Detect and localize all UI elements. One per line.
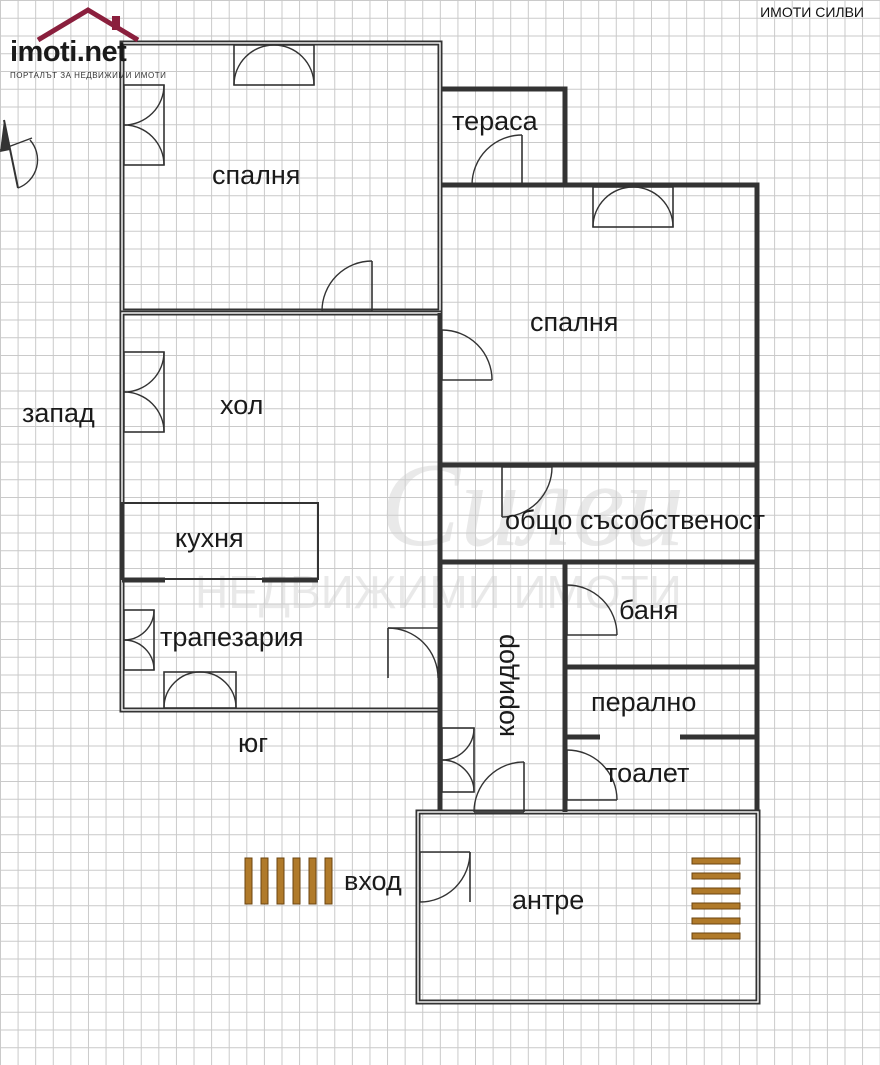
door-dining-south	[163, 671, 237, 709]
room-label-living: хол	[220, 390, 263, 420]
room-label-bathroom: баня	[619, 595, 678, 625]
direction-labels: запад юг вход	[22, 398, 402, 896]
logo-brand-text: imoti.net	[10, 36, 127, 68]
logo-tagline: ПОРТАЛЪТ ЗА НЕДВИЖИМИ ИМОТИ	[10, 71, 167, 80]
house-roof-icon	[36, 7, 140, 43]
inner-walls	[121, 462, 757, 812]
door-corridor-west	[441, 727, 475, 793]
door-bathroom	[566, 584, 618, 636]
room-label-bedroom-2: спалня	[530, 307, 618, 337]
door-bedroom1-hall	[321, 260, 373, 312]
door-dining-west	[123, 609, 155, 671]
door-toilet	[566, 749, 618, 801]
room-label-terrace: тераса	[452, 106, 539, 136]
room-label-bedroom-1: спалня	[212, 160, 300, 190]
direction-label-west: запад	[22, 398, 95, 428]
door-dining-corridor	[387, 627, 439, 679]
room-label-dining: трапезария	[160, 622, 304, 652]
stairs-entrance-icon	[244, 857, 333, 905]
room-labels: спалня тераса спалня хол кухня трапезари…	[160, 106, 765, 915]
door-living-west	[123, 351, 165, 433]
room-label-corridor: коридор	[490, 634, 520, 737]
watermark-script: Силви	[380, 438, 684, 571]
door-entrance	[419, 851, 471, 903]
room-label-hallway: антре	[512, 885, 584, 915]
direction-label-south: юг	[238, 728, 268, 758]
room-label-kitchen: кухня	[175, 523, 244, 553]
agency-name: ИМОТИ СИЛВИ	[760, 4, 864, 20]
compass-icon	[0, 119, 39, 189]
room-label-shared: общо съсобственост	[505, 505, 765, 535]
stairs-hallway-icon	[691, 857, 741, 940]
door-bedroom2-window	[592, 186, 674, 228]
door-bedroom1-window	[233, 44, 315, 86]
door-terrace	[471, 134, 523, 186]
doors	[123, 44, 674, 903]
room-label-toilet: тоалет	[605, 758, 689, 788]
door-bedroom2-hall	[441, 329, 493, 381]
room-label-laundry: перално	[591, 687, 696, 717]
imoti-logo: imoti.net ПОРТАЛЪТ ЗА НЕДВИЖИМИ ИМОТИ	[8, 6, 168, 84]
door-corridor-hallway	[473, 761, 525, 813]
direction-label-entrance: вход	[344, 866, 402, 896]
door-bedroom1-west	[123, 84, 165, 166]
door-shared	[501, 466, 553, 518]
